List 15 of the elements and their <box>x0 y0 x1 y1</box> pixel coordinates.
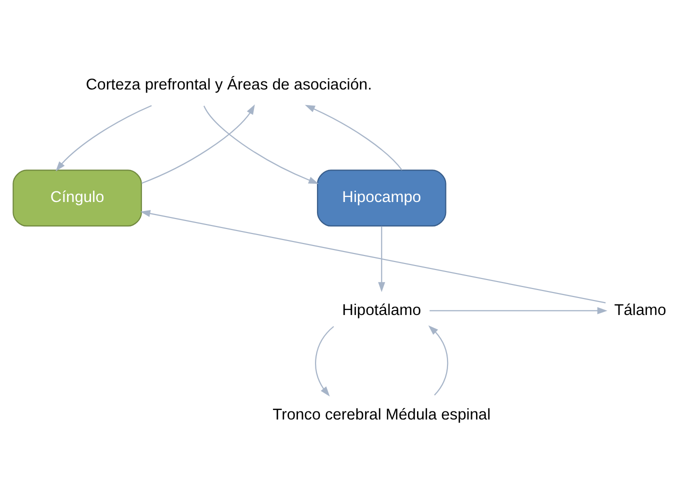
node-box: Hipocampo <box>316 170 446 227</box>
arrow <box>141 104 255 184</box>
arrow <box>56 105 152 172</box>
node-text: Hipotálamo <box>342 302 422 319</box>
arrow <box>315 326 334 396</box>
node-text: Tronco cerebral Médula espinal <box>272 406 491 424</box>
arrow <box>140 210 606 304</box>
node-text: Tálamo <box>614 302 666 319</box>
node-text: Corteza prefrontal y Áreas de asociación. <box>86 76 372 94</box>
arrow <box>304 104 402 170</box>
arrow <box>430 307 608 314</box>
arrow <box>203 106 319 184</box>
arrow <box>428 325 448 396</box>
node-box: Cíngulo <box>12 170 142 227</box>
arrow <box>378 226 386 292</box>
